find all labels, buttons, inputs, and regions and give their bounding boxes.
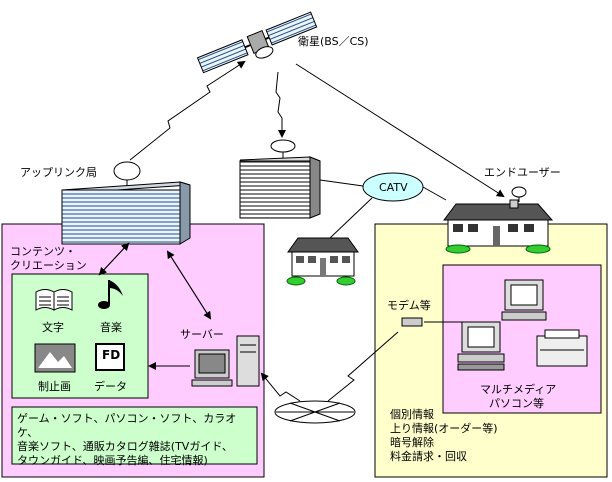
uplink-server-arrow (167, 251, 212, 320)
server-computer-icon (191, 335, 260, 387)
catv-house-icon (286, 237, 359, 286)
uplink-to-media-arrow (98, 243, 129, 276)
floppy-disk-icon (95, 343, 125, 371)
contents-label-line2: クリエーション (10, 259, 87, 272)
user-info-line: 上り情報(オーダー等) (390, 422, 498, 435)
catv-to-house-link (329, 197, 373, 239)
server-label: サーバー (180, 328, 224, 341)
music-label: 音楽 (100, 321, 122, 334)
multimedia-pc-icons (457, 279, 588, 371)
contents-label-line1: コンテンツ・ (10, 245, 76, 258)
satellite-icon (196, 11, 318, 74)
data-label: データ (94, 380, 127, 393)
catv-headend-icon (239, 139, 321, 219)
catv-to-headend-link (319, 179, 364, 187)
still-image-icon (34, 343, 76, 373)
network-to-server-link (260, 372, 301, 402)
satellite-label: 衛星(BS／CS) (298, 35, 369, 48)
uplink-station-icon (61, 161, 191, 245)
user-info-list: 個別情報 上り情報(オーダー等) 暗号解除 料金請求・回収 (390, 408, 590, 464)
music-note-icon (98, 280, 123, 309)
contents-list-line: 音楽ソフト、通販カタログ雑誌(TVガイド、 (17, 440, 233, 453)
satellite-downlink (275, 71, 286, 138)
catv-to-user-link (422, 186, 447, 201)
modem-label: モデム等 (387, 299, 431, 312)
satellite-to-user-link (295, 63, 505, 198)
end-user-house-icon (443, 186, 554, 254)
user-info-line: 個別情報 (390, 408, 434, 421)
contents-list-line: タウンガイド、映画予告編、住宅情報) (17, 454, 208, 467)
catv-label: CATV (379, 181, 408, 194)
network-to-modem-link (327, 331, 399, 402)
uplink-label: アップリンク局 (20, 166, 97, 179)
multimedia-label-line2: パソコン等 (489, 397, 544, 410)
floppy-fd-text: FD (102, 348, 121, 362)
contents-list-box (11, 406, 258, 465)
end-user-label: エンドユーザー (484, 166, 561, 179)
text-book-icon (35, 289, 73, 311)
multimedia-label-line1: マルチメディア (480, 383, 557, 396)
contents-list: ゲーム・ソフト、パソコン・ソフト、カラオケ、 音楽ソフト、通販カタログ雑誌(TV… (17, 412, 257, 468)
uplink-to-satellite-link (129, 60, 246, 161)
contents-list-line: ゲーム・ソフト、パソコン・ソフト、カラオケ、 (17, 412, 237, 439)
still-image-label: 制止画 (38, 380, 71, 393)
user-info-line: 料金請求・回収 (390, 450, 467, 463)
media-types-box (11, 273, 149, 399)
modem-icon (401, 317, 423, 327)
user-info-line: 暗号解除 (390, 436, 434, 449)
text-label: 文字 (42, 321, 64, 334)
